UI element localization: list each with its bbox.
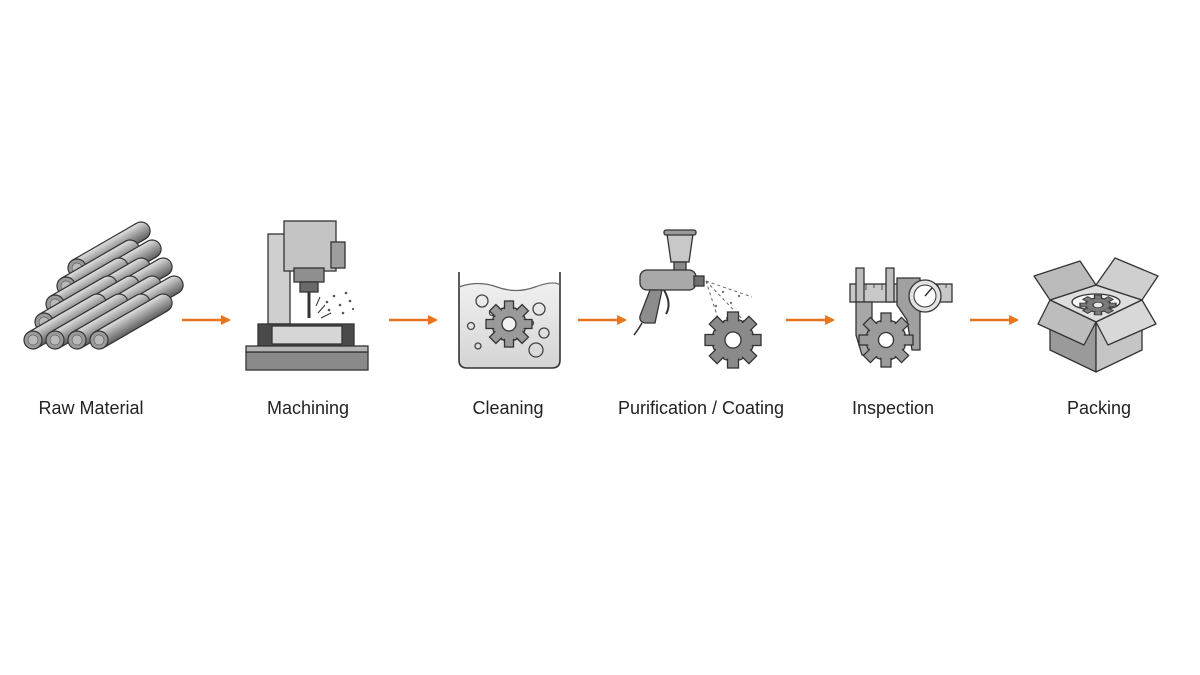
- step-label-inspection: Inspection: [851, 398, 935, 418]
- gear-icon: [704, 311, 762, 369]
- step-label-purification-coating: Purification / Coating: [617, 398, 785, 418]
- gear-icon: [1079, 294, 1117, 316]
- milling-machine-icon: [245, 220, 369, 371]
- step-label-packing: Packing: [1066, 398, 1132, 418]
- spray-gun-icon: [633, 229, 753, 341]
- steel-bars-icon: [20, 218, 187, 353]
- step-label-machining: Machining: [266, 398, 350, 418]
- step-label-cleaning: Cleaning: [472, 398, 544, 418]
- gear-icon: [858, 312, 914, 368]
- step-label-raw-material: Raw Material: [38, 398, 144, 418]
- caliper-icon: [849, 267, 953, 356]
- gear-icon: [485, 300, 533, 348]
